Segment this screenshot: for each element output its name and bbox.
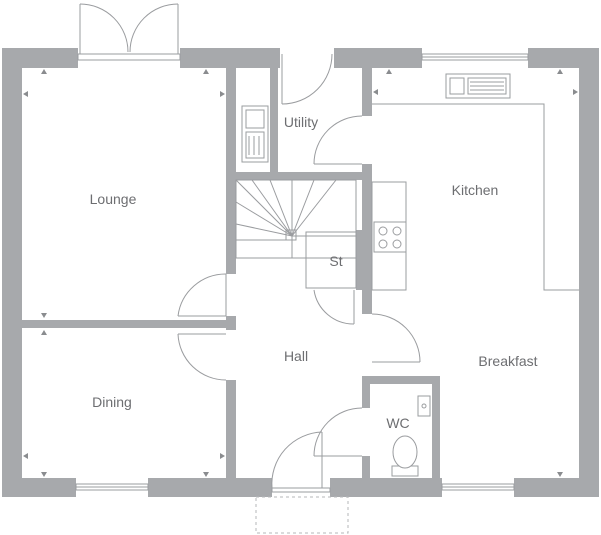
wc-fittings	[391, 395, 431, 477]
staircase	[235, 179, 357, 259]
french-door-frame	[77, 53, 181, 61]
wall-store-right	[356, 230, 362, 290]
wall-bottom-wc	[330, 478, 442, 497]
front-door-frame	[271, 487, 331, 493]
utility-door	[281, 53, 333, 105]
kitchen-fittings	[371, 73, 579, 291]
wall-utility-kitchen-lower	[362, 164, 372, 314]
porch-outline	[255, 496, 349, 534]
interior-walls	[22, 68, 440, 478]
wall-lounge-hall	[226, 68, 236, 274]
label-kitchen: Kitchen	[452, 182, 499, 198]
wall-utility-kitchen	[362, 68, 372, 116]
wall-lounge-dining	[22, 320, 236, 328]
wall-wc-left	[362, 376, 370, 408]
door-swings	[177, 115, 421, 489]
label-store: St	[329, 253, 342, 269]
wall-wc-left-lower	[362, 456, 370, 478]
wall-top-lounge-right	[180, 48, 280, 68]
store-cupboard	[305, 231, 357, 289]
wall-dining-hall	[226, 380, 236, 478]
label-wc: WC	[386, 415, 409, 431]
label-breakfast: Breakfast	[478, 353, 537, 369]
wc-basin	[417, 395, 431, 417]
label-dining: Dining	[92, 394, 132, 410]
utility-sink	[241, 105, 269, 163]
toilet-bowl	[392, 435, 418, 469]
wall-utility-bottom	[236, 172, 372, 180]
wall-top-utility	[334, 48, 422, 68]
wall-wc-top	[362, 376, 438, 384]
wall-left	[2, 48, 22, 497]
wall-bottom-dining-right	[148, 478, 272, 497]
room-labels: Lounge Dining Hall Utility St Kitchen Br…	[90, 114, 538, 431]
dimension-markers	[23, 69, 578, 477]
exterior-walls	[2, 48, 599, 497]
wall-right	[579, 48, 599, 497]
label-hall: Hall	[284, 348, 308, 364]
wall-wc-right	[432, 376, 440, 478]
label-lounge: Lounge	[90, 191, 137, 207]
wall-bottom-dining-left	[2, 478, 76, 497]
wall-bottom-breakfast-right	[514, 478, 599, 497]
french-doors	[79, 3, 179, 54]
hob	[373, 221, 407, 253]
wall-utility-left	[270, 68, 278, 172]
label-utility: Utility	[284, 114, 318, 130]
windows	[75, 53, 529, 493]
wall-hall-stub	[226, 316, 236, 330]
